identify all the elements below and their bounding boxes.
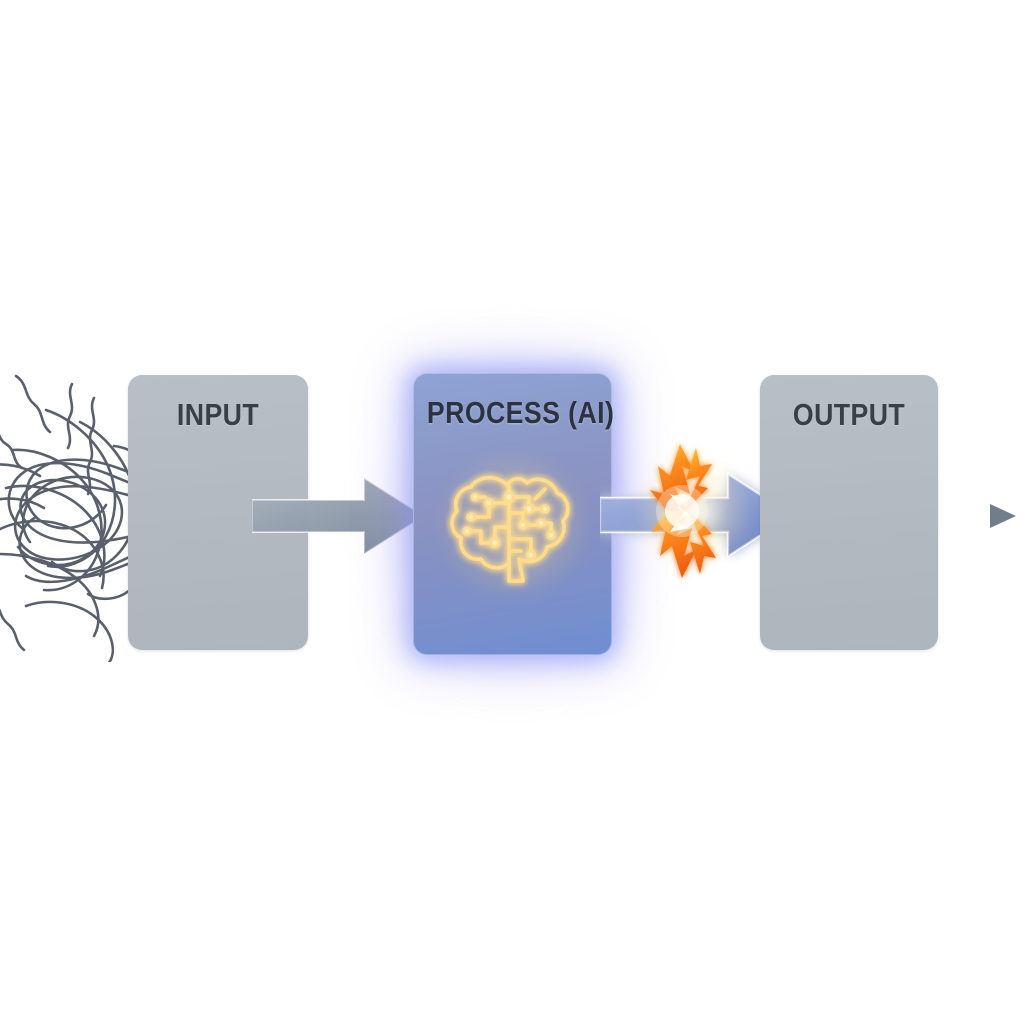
node-process-label: PROCESS (AI) [426, 395, 615, 430]
spark-burst-icon [630, 436, 756, 586]
node-process[interactable]: PROCESS (AI) [413, 373, 615, 655]
arrow-input-to-process [252, 476, 426, 556]
node-input-label: INPUT [176, 397, 260, 432]
arrow-output-exit [910, 504, 1016, 528]
brain-circuit-icon-wrap [413, 451, 612, 601]
brain-circuit-icon [449, 475, 570, 583]
node-output-label: OUTPUT [792, 397, 906, 432]
node-output[interactable]: OUTPUT [760, 375, 938, 650]
